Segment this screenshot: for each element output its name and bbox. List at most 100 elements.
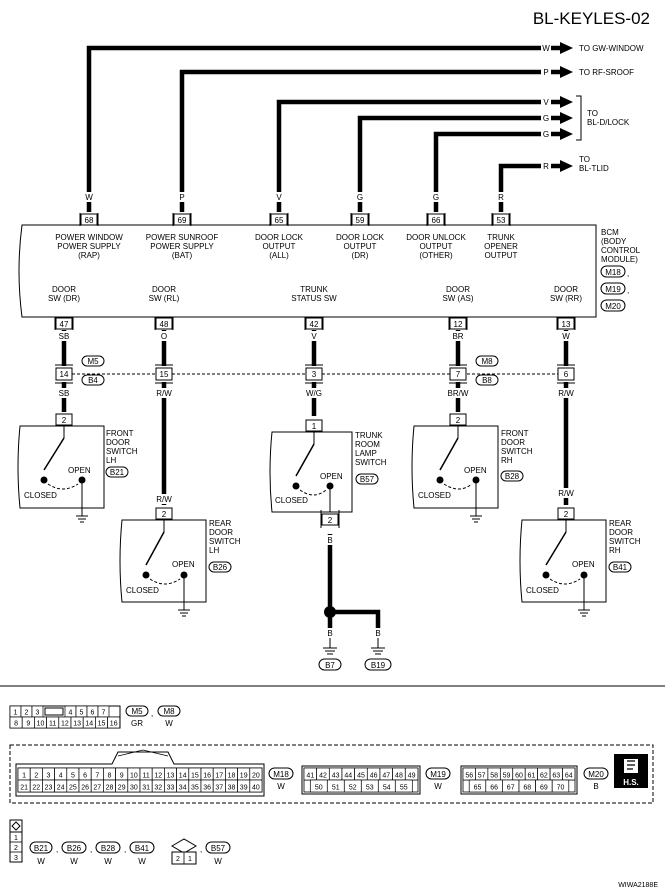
ground-2-wire: B xyxy=(375,629,380,638)
connector-pin-label: 1 xyxy=(14,710,18,717)
legend-m19-color: W xyxy=(434,782,442,791)
connector-pin-label: 36 xyxy=(203,785,211,792)
top-pin-wire-5: G xyxy=(433,193,439,202)
top-pin-wire-4: G xyxy=(357,193,363,202)
connector-pin-label: 34 xyxy=(179,785,187,792)
junction-conn-m8: M8 xyxy=(481,357,493,366)
legend-b57-connector: 2 1 , B57 W xyxy=(171,838,231,866)
switch-4-closed: CLOSED xyxy=(418,491,451,500)
connector-pin-label: 8 xyxy=(108,773,112,780)
legend-m5-color: GR xyxy=(131,719,143,728)
connector-pin-label: 12 xyxy=(154,773,162,780)
connector-pin-label: 14 xyxy=(179,773,187,780)
legend-b57-name: B57 xyxy=(211,844,226,853)
svg-text:,: , xyxy=(151,709,153,718)
switch-4-conn: B28 xyxy=(505,472,520,481)
bcm-bottom-pin-2: 48 xyxy=(160,320,169,329)
bcm-bottom-pin-3: 42 xyxy=(310,320,319,329)
connector-pin-label: 24 xyxy=(57,785,65,792)
connector-pin-label: 42 xyxy=(319,773,327,780)
connector-pin-label: 15 xyxy=(98,721,106,728)
arrow-dlock-g xyxy=(560,112,573,124)
connector-pin-label: 9 xyxy=(120,773,124,780)
connector-pin-label: 70 xyxy=(557,785,565,792)
connector-pin-label: 2 xyxy=(34,773,38,780)
legend-m8-color: W xyxy=(165,719,173,728)
connector-pin-label: 10 xyxy=(37,721,45,728)
connector-key xyxy=(44,707,64,716)
junction-conn-b8: B8 xyxy=(482,376,492,385)
bcm-bottom-pin-4: 12 xyxy=(454,320,463,329)
connector-pin-label: 45 xyxy=(357,773,365,780)
connector-pin-label: 10 xyxy=(130,773,138,780)
connector-pin-label: 29 xyxy=(118,785,126,792)
connector-pin-label: 22 xyxy=(32,785,40,792)
switch-rear-door-lh: R/W 2 OPEN CLOSED xyxy=(119,494,207,610)
dest-dlock-l2: BL-D/LOCK xyxy=(587,118,630,127)
connector-pin-label: 48 xyxy=(395,773,403,780)
legend-m18-name: M18 xyxy=(273,770,289,779)
wire-g2-dlock xyxy=(433,131,562,212)
connector-pin-label: 33 xyxy=(167,785,175,792)
connector-pin-label: 7 xyxy=(102,710,106,717)
junction-conn-b4: B4 xyxy=(88,376,98,385)
bcm-top-pin-3: 65 xyxy=(275,216,284,225)
connector-pin-label: 23 xyxy=(45,785,53,792)
dest-gw-window: TO GW-WINDOW xyxy=(579,44,644,53)
junction-out-wire-1: SB xyxy=(59,389,70,398)
connector-pin-label: 59 xyxy=(503,773,511,780)
connector-pin-label: 3 xyxy=(36,710,40,717)
connector-pin-label: 53 xyxy=(366,785,374,792)
switch-4-pin: 2 xyxy=(456,416,461,425)
connector-pin-label: 63 xyxy=(552,773,560,780)
legend-sw-pin-2: 2 xyxy=(14,845,18,852)
junction-in-wire-3: V xyxy=(311,332,317,341)
connector-pin-label: 17 xyxy=(215,773,223,780)
legend-m19-name: M19 xyxy=(430,770,446,779)
dest-tlid-l1: TO xyxy=(579,155,590,164)
legend-sep-1: , xyxy=(56,845,58,854)
junction-pin-1: 14 xyxy=(60,370,69,379)
legend-b57-pin-2: 2 xyxy=(176,856,180,863)
switch-2-conn: B26 xyxy=(213,563,228,572)
bcm-conn-3: M20 xyxy=(605,302,621,311)
switch-1-closed: CLOSED xyxy=(24,491,57,500)
connector-pin-label: 1 xyxy=(22,773,26,780)
legend-b26-color: W xyxy=(70,857,78,866)
output-wire-color-5: G xyxy=(543,130,549,139)
top-pin-wire-3: V xyxy=(276,193,282,202)
wire-w-gw-window xyxy=(86,45,562,212)
legend-sep-3: , xyxy=(124,845,126,854)
connector-pin-label: 14 xyxy=(85,721,93,728)
arrow-gw-window xyxy=(560,42,573,54)
switch-5-conn: B41 xyxy=(613,563,628,572)
ground-icons xyxy=(323,638,385,655)
connector-pin-label: 21 xyxy=(20,785,28,792)
connector-pin-label: 69 xyxy=(540,785,548,792)
bcm-conn-2: M19 xyxy=(605,285,621,294)
wire-v-dlock xyxy=(276,99,562,212)
connector-pin-label: 62 xyxy=(540,773,548,780)
bcm-box xyxy=(18,224,597,318)
wire-gnd-b19 xyxy=(330,609,381,638)
junction-out-wire-2: R/W xyxy=(156,389,172,398)
connector-pin-label: 16 xyxy=(203,773,211,780)
connector-pin-label: 5 xyxy=(71,773,75,780)
connector-pin-label: 16 xyxy=(110,721,118,728)
legend-m18-color: W xyxy=(277,782,285,791)
connector-pin-label: 4 xyxy=(59,773,63,780)
connector-pin-label: 9 xyxy=(26,721,30,728)
